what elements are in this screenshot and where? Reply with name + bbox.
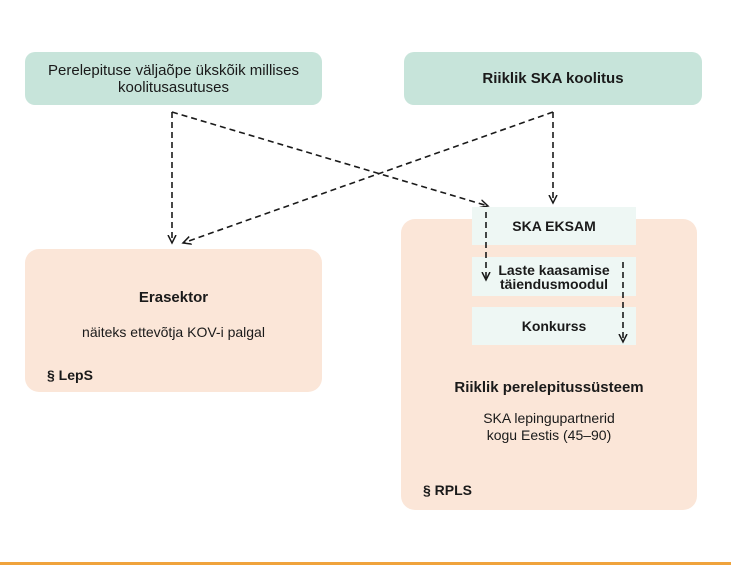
bottom-rule — [0, 562, 731, 565]
national-system-title: Riiklik perelepitussüsteem — [454, 379, 644, 396]
national-system-text: SKA lepingupartnerid kogu Eestis (45–90) — [483, 410, 615, 443]
step-exam: SKA EKSAM — [472, 207, 636, 245]
private-sector-law: § LepS — [47, 367, 93, 383]
step-contest: Konkurss — [472, 307, 636, 345]
step-module-label: Laste kaasamise täiendusmoodul — [498, 261, 610, 292]
private-sector-text: näiteks ettevõtja KOV-i palgal — [82, 324, 265, 340]
source-box-state-training: Riiklik SKA koolitus — [404, 52, 702, 105]
arrow-left-to-exam — [171, 111, 488, 206]
national-system-law: § RPLS — [423, 482, 473, 498]
step-exam-label: SKA EKSAM — [512, 218, 596, 234]
step-contest-label: Konkurss — [521, 318, 587, 334]
source-left-text: Perelepituse väljaõpe ükskõik millises k… — [48, 61, 299, 96]
step-child-module: Laste kaasamise täiendusmoodul — [472, 257, 636, 296]
private-sector-title: Erasektor — [138, 289, 209, 306]
private-sector-box: Erasektor näiteks ettevõtja KOV-i palgal… — [25, 249, 322, 392]
arrow-right-to-private — [183, 111, 554, 243]
source-box-any-training: Perelepituse väljaõpe ükskõik millises k… — [25, 52, 322, 105]
source-right-text: Riiklik SKA koolitus — [482, 70, 624, 87]
